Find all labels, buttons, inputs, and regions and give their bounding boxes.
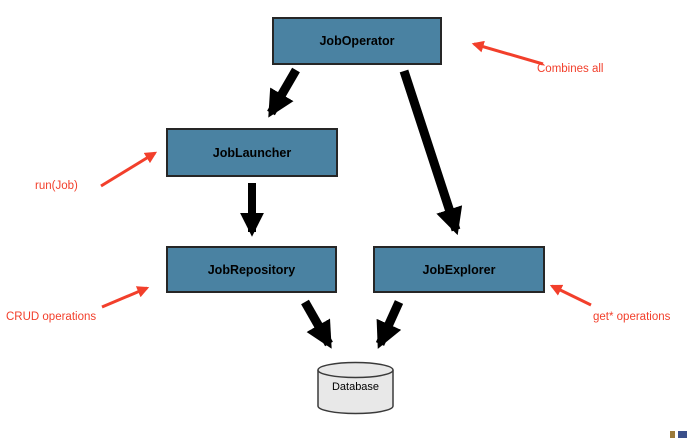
annotation-arrow-crud-operations — [101, 286, 150, 309]
arrow-joboperator-jobexplorer — [399, 69, 463, 236]
node-joblauncher: JobLauncher — [166, 128, 338, 177]
node-jobexplorer: JobExplorer — [373, 246, 545, 293]
arrow-jobexplorer-database — [375, 300, 404, 349]
annotation-crud-operations: CRUD operations — [6, 311, 97, 323]
jobrepository-label: JobRepository — [207, 262, 296, 277]
node-joboperator: JobOperator — [272, 17, 442, 65]
joblauncher-label: JobLauncher — [212, 145, 292, 160]
annotation-combines-all: Combines all — [537, 63, 604, 75]
node-jobrepository: JobRepository — [166, 246, 337, 293]
jobexplorer-label: JobExplorer — [422, 262, 496, 277]
annotation-arrow-run-job — [100, 151, 158, 188]
joboperator-label: JobOperator — [319, 34, 395, 48]
annotation-arrow-get-operations — [549, 284, 592, 307]
annotation-get-operations: get* operations — [593, 311, 671, 323]
database-label: Database — [331, 381, 380, 393]
arrow-jobrepository-database — [301, 299, 333, 349]
footer-mark-segment — [670, 431, 675, 438]
annotation-arrow-combines-all — [471, 40, 544, 66]
arrow-joboperator-joblauncher — [267, 67, 300, 118]
clipped-footer-mark — [670, 431, 687, 438]
footer-mark-segment — [678, 431, 687, 438]
annotation-run-job: run(Job) — [35, 180, 78, 192]
